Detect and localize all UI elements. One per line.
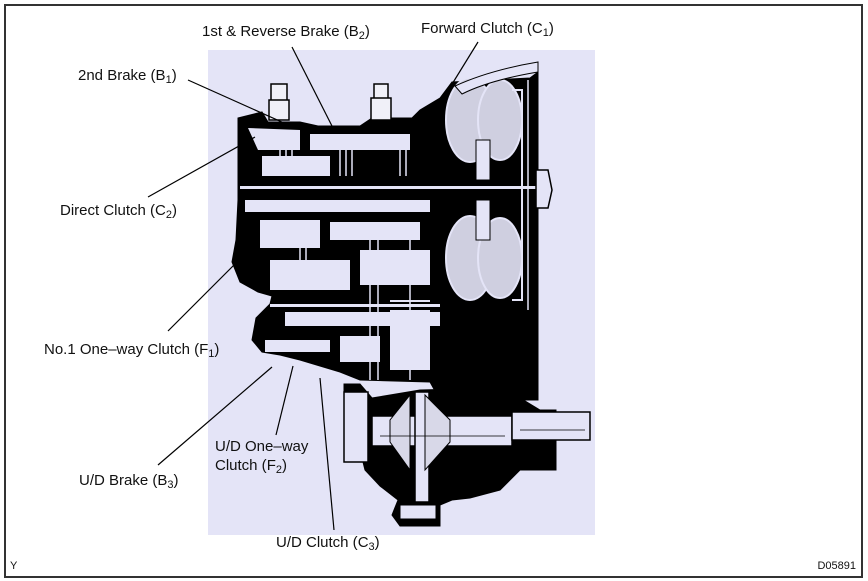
leader-c1 <box>424 41 479 129</box>
top-sensors <box>268 83 392 121</box>
label-no1-one-way-clutch-f1: No.1 One–way Clutch (F1) <box>44 341 220 360</box>
leader-b1 <box>187 79 294 128</box>
leader-lines <box>147 41 479 531</box>
counter-shaft <box>270 302 440 310</box>
label-ud-one-way-clutch-line1: U/D One–way <box>215 438 309 455</box>
leader-c3 <box>319 377 335 531</box>
label-ud-clutch-c3: U/D Clutch (C3) <box>276 534 380 553</box>
leader-b3 <box>157 366 273 466</box>
leader-b2 <box>291 46 334 129</box>
label-ud-one-way-clutch-f2: Clutch (F2) <box>215 457 287 476</box>
label-direct-clutch-c2: Direct Clutch (C2) <box>60 202 177 221</box>
leader-f1 <box>167 261 238 332</box>
leader-f2 <box>275 365 294 436</box>
figure-id: D05891 <box>817 560 856 572</box>
label-2nd-brake-b1: 2nd Brake (B1) <box>78 67 177 86</box>
label-forward-clutch-c1: Forward Clutch (C1) <box>421 20 554 39</box>
input-shaft <box>240 183 540 193</box>
gear-set-stripes <box>275 130 411 380</box>
differential <box>343 383 591 527</box>
corner-mark: Y <box>10 560 18 572</box>
figure-frame <box>4 4 863 578</box>
torque-converter <box>445 61 553 310</box>
label-ud-brake-b3: U/D Brake (B3) <box>79 472 179 491</box>
leader-c2 <box>147 136 256 198</box>
label-1st-reverse-brake-b2: 1st & Reverse Brake (B2) <box>202 23 370 42</box>
